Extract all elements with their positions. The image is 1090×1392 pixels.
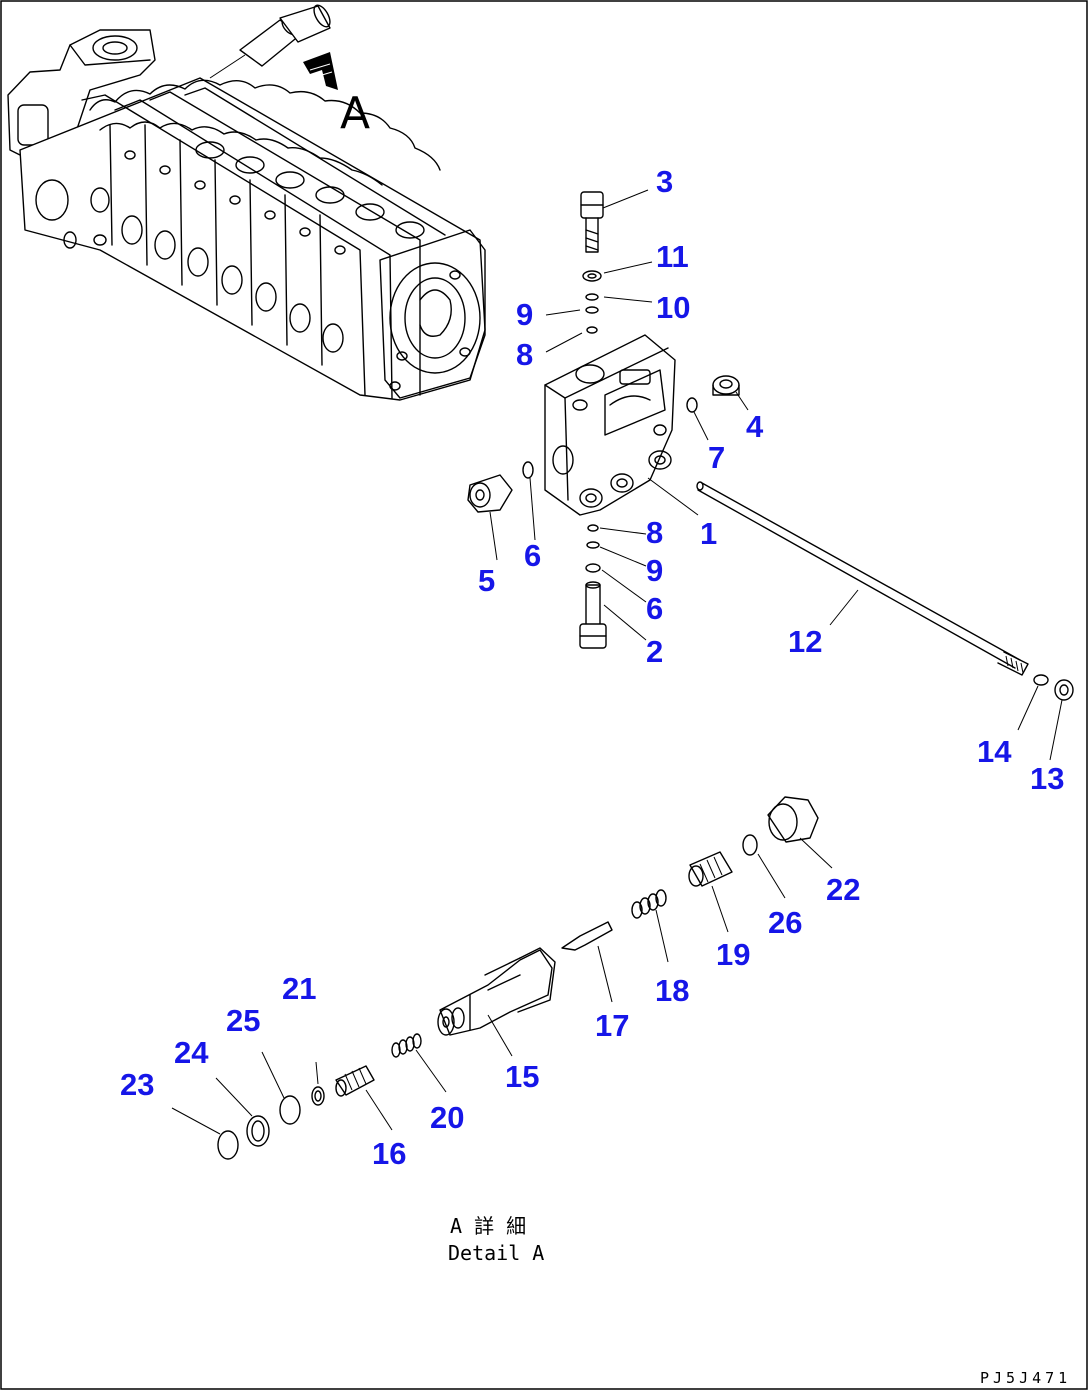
leader-lines <box>171 189 1063 1135</box>
callout-8a: 8 <box>516 337 533 372</box>
washer-part-14 <box>1033 674 1049 686</box>
oring-part-6b <box>585 563 601 573</box>
callout-15: 15 <box>505 1059 539 1094</box>
oring-part-8b <box>587 524 599 532</box>
drawing-code: PJ5J471 <box>980 1369 1071 1387</box>
callout-20: 20 <box>430 1100 464 1135</box>
callout-22: 22 <box>826 872 860 907</box>
callout-9b: 9 <box>646 553 663 588</box>
valve-block-part-1 <box>544 334 676 516</box>
callout-24: 24 <box>174 1035 209 1070</box>
callout-17: 17 <box>595 1008 629 1043</box>
view-arrow-icon <box>303 52 338 90</box>
bolt-part-3 <box>580 191 604 253</box>
detail-caption-jp: A 詳 細 <box>450 1214 526 1238</box>
callout-8b: 8 <box>646 515 663 550</box>
callout-5: 5 <box>478 563 495 598</box>
callout-25: 25 <box>226 1003 260 1038</box>
oring-part-7 <box>686 397 698 413</box>
callout-18: 18 <box>655 973 689 1008</box>
piston-part-16 <box>335 1065 375 1097</box>
plug-part-4 <box>712 375 740 396</box>
oring-part-9b <box>586 541 600 549</box>
nut-part-13 <box>1054 679 1074 701</box>
valve-ports <box>35 141 425 353</box>
spring-part-18 <box>631 889 667 919</box>
detail-caption-en: Detail A <box>448 1241 544 1265</box>
view-marker: A <box>340 88 370 139</box>
detail-a-relief-valve <box>217 796 819 1160</box>
callout-19: 19 <box>716 937 750 972</box>
callout-13: 13 <box>1030 761 1064 796</box>
callout-2: 2 <box>646 634 663 669</box>
callout-numbers: 3 11 10 9 8 4 7 1 8 9 6 2 5 6 12 14 13 2… <box>120 164 1064 1171</box>
ring-part-10 <box>585 293 599 301</box>
oring-part-23 <box>217 1130 239 1160</box>
callout-3: 3 <box>656 164 673 199</box>
callout-7: 7 <box>708 440 725 475</box>
oring-part-9 <box>585 306 599 314</box>
callout-1: 1 <box>700 516 717 551</box>
poppet-part-17 <box>561 921 613 951</box>
screw-part-19 <box>688 851 733 887</box>
callout-11: 11 <box>656 239 689 274</box>
callout-4: 4 <box>746 409 764 444</box>
callout-16: 16 <box>372 1136 406 1171</box>
callout-12: 12 <box>788 624 822 659</box>
oring-part-25 <box>279 1095 301 1125</box>
oring-part-8 <box>586 326 598 334</box>
callout-9a: 9 <box>516 297 533 332</box>
callout-14: 14 <box>977 734 1012 769</box>
spring-part-20 <box>391 1033 422 1058</box>
ring-part-21 <box>311 1086 325 1106</box>
rod-part-12 <box>696 481 1029 676</box>
cap-nut-part-22 <box>767 796 819 843</box>
callout-6b: 6 <box>646 591 663 626</box>
oring-part-26 <box>742 834 758 856</box>
bolt-part-2 <box>579 581 607 649</box>
ring-part-24 <box>246 1115 270 1147</box>
plug-part-5 <box>467 474 513 513</box>
oring-part-6a <box>522 461 534 479</box>
washer-part-11 <box>582 270 602 282</box>
callout-21: 21 <box>282 971 316 1006</box>
callout-26: 26 <box>768 905 802 940</box>
relief-valve-cartridge-location <box>209 4 331 79</box>
callout-23: 23 <box>120 1067 154 1102</box>
callout-6a: 6 <box>524 538 541 573</box>
valve-body-part-15 <box>437 947 556 1036</box>
callout-10: 10 <box>656 290 690 325</box>
control-valve-assembly: A <box>7 4 486 401</box>
